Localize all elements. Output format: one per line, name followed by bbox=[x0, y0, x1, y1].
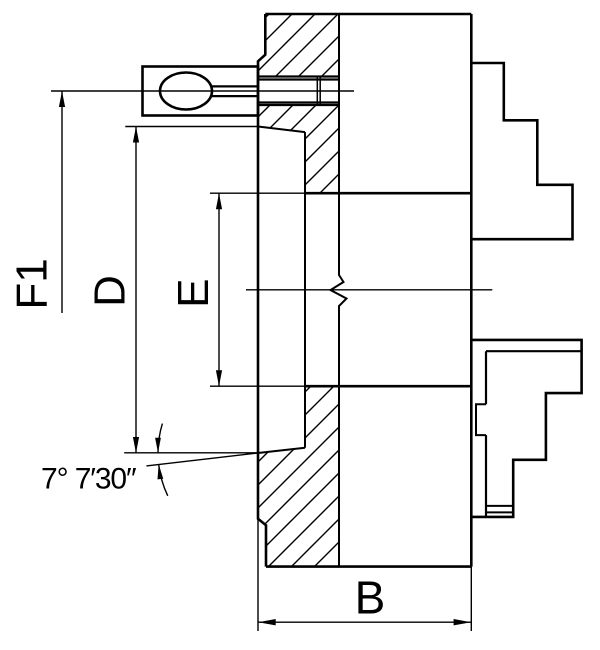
top-jaw-outline bbox=[471, 61, 574, 241]
taper-angle-annotation: 7° 7′30″ bbox=[41, 423, 259, 497]
hatch-area-top bbox=[258, 14, 339, 77]
f1-label: F1 bbox=[8, 258, 57, 309]
dimension-b: B bbox=[257, 518, 472, 631]
e-arrow-down bbox=[215, 370, 223, 387]
jaws bbox=[471, 61, 583, 519]
d-arrow-up bbox=[132, 126, 140, 143]
angle-label: 7° 7′30″ bbox=[41, 462, 137, 495]
angle-arrow-upper bbox=[155, 437, 161, 453]
dimension-f1: F1 bbox=[8, 91, 66, 313]
recess-taper-bottom bbox=[257, 446, 306, 454]
recess-taper-top bbox=[257, 125, 306, 134]
angle-arrow-lower bbox=[157, 464, 164, 480]
hatch-area-bottom bbox=[258, 386, 339, 567]
f1-arrow-up bbox=[58, 91, 66, 107]
b-label: B bbox=[355, 572, 386, 624]
e-arrow-up bbox=[215, 193, 223, 210]
bottom-jaw-guide-notch bbox=[475, 403, 486, 437]
b-arrow-left bbox=[258, 619, 276, 626]
e-label: E bbox=[169, 279, 218, 308]
angle-taper-extension-line bbox=[146, 452, 259, 467]
d-arrow-down bbox=[132, 437, 140, 453]
dimension-e: E bbox=[169, 192, 305, 387]
d-label: D bbox=[86, 275, 135, 307]
wrench-pinion-assembly bbox=[141, 65, 339, 117]
flange-section-hatching bbox=[258, 14, 339, 567]
bottom-jaw-outline bbox=[471, 338, 583, 519]
hatch-area-middle bbox=[258, 105, 339, 194]
dimension-d: D bbox=[86, 125, 258, 453]
centerlines bbox=[51, 90, 493, 291]
b-arrow-right bbox=[453, 619, 472, 626]
